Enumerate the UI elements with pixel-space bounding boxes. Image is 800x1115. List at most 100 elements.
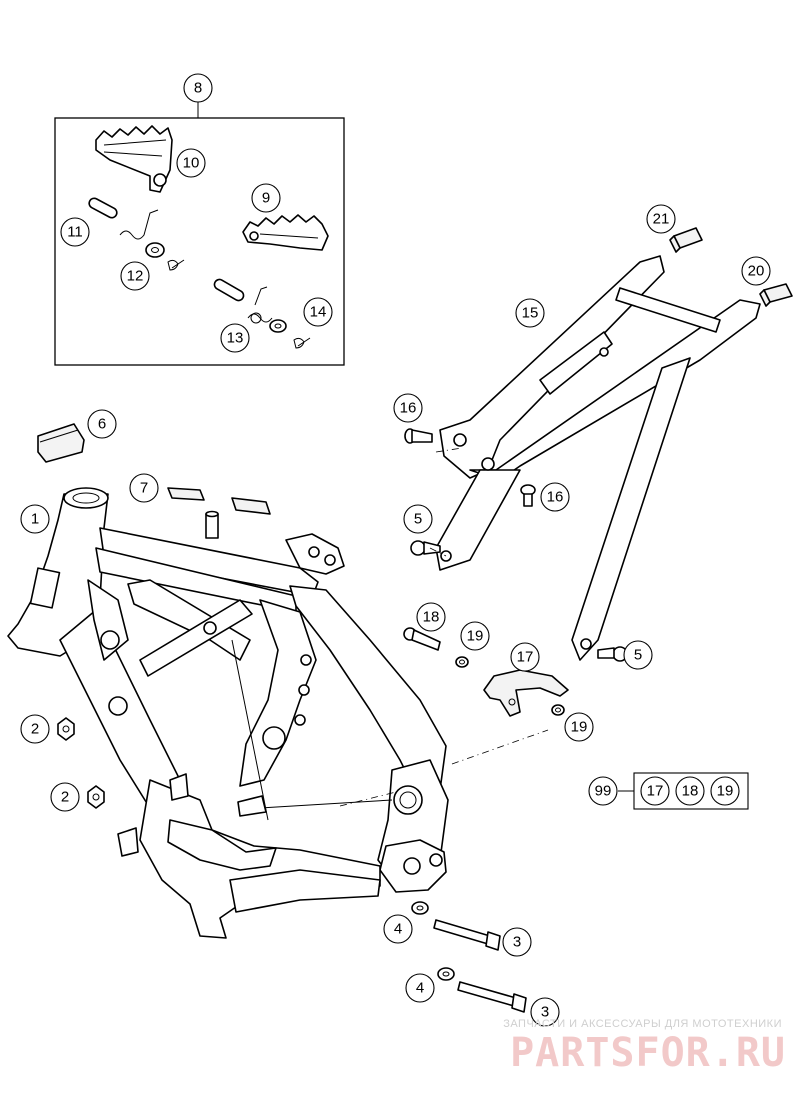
callout-label: 5	[634, 647, 642, 664]
callout-label: 17	[517, 649, 534, 666]
callout-label: 18	[423, 609, 440, 626]
footrest-right	[242, 214, 329, 251]
frame-cap	[37, 423, 85, 463]
pivot-washer-lower	[437, 967, 455, 981]
footrest-pin-right	[213, 278, 273, 324]
pivot-bolt-lower	[457, 981, 527, 1013]
callout-c9: 9	[251, 183, 281, 213]
callout-label: 11	[67, 224, 83, 241]
kit-callout-label: 99	[595, 783, 612, 800]
kit-item-callout: 17	[640, 776, 670, 806]
frame-nut-upper	[57, 717, 75, 741]
callout-c21: 21	[646, 204, 676, 234]
callout-label: 12	[127, 268, 144, 285]
callout-label: 6	[98, 416, 106, 433]
callout-circle	[393, 393, 423, 423]
callout-c5b: 5	[623, 640, 653, 670]
callout-c2b: 2	[50, 782, 80, 812]
callout-c19b: 19	[564, 712, 594, 742]
callout-circle	[646, 204, 676, 234]
callout-circle	[120, 261, 150, 291]
callout-circle	[405, 973, 435, 1003]
callout-label: 21	[653, 211, 670, 228]
callout-c14: 14	[303, 297, 333, 327]
callout-label: 19	[467, 628, 484, 645]
footrest-group-box	[54, 102, 345, 366]
subframe-bolt-lower-right	[597, 646, 628, 662]
washer-and-cotter-right	[269, 319, 311, 349]
pivot-washer-upper	[411, 901, 429, 915]
callout-circle	[303, 297, 333, 327]
callout-label: 4	[416, 980, 424, 997]
callout-circle	[510, 642, 540, 672]
subframe-bolt-middle	[520, 484, 536, 507]
callout-label: 4	[394, 921, 402, 938]
callout-label: 16	[547, 489, 564, 506]
callout-c17: 17	[510, 642, 540, 672]
callout-c12: 12	[120, 261, 150, 291]
callout-circle	[383, 914, 413, 944]
watermark-logo: PARTSFOR.RU	[510, 1030, 786, 1076]
kit-item-callout: 19	[710, 776, 740, 806]
main-frame	[7, 487, 449, 939]
callout-c20: 20	[741, 256, 771, 286]
callout-c16a: 16	[393, 393, 423, 423]
subframe-bolt-upper	[404, 428, 433, 444]
callout-circle	[741, 256, 771, 286]
callout-label: 15	[522, 305, 539, 322]
callout-c16b: 16	[540, 482, 570, 512]
callout-c8: 8	[183, 73, 213, 103]
callout-label: 9	[262, 190, 270, 207]
subframe-bolt-lower-left	[410, 540, 441, 556]
callout-c7: 7	[129, 473, 159, 503]
callout-circle	[515, 298, 545, 328]
kit-box	[618, 772, 749, 810]
frame-nut-lower	[87, 785, 105, 809]
callout-label: 19	[571, 719, 588, 736]
callout-label: 10	[183, 155, 200, 172]
callout-label: 14	[310, 304, 327, 321]
subframe	[435, 255, 761, 661]
assembly-leader-lines	[339, 447, 549, 807]
callout-circle	[403, 504, 433, 534]
callout-c1: 1	[20, 504, 50, 534]
kit-item-label: 19	[717, 783, 734, 800]
callout-label: 20	[748, 263, 765, 280]
chain-slider-bolt	[403, 627, 441, 651]
callout-label: 8	[194, 80, 202, 97]
callout-c4a: 4	[383, 914, 413, 944]
callout-c5a: 5	[403, 504, 433, 534]
callout-circle	[251, 183, 281, 213]
callout-c4b: 4	[405, 973, 435, 1003]
callout-circle	[220, 323, 250, 353]
callout-c11: 11	[60, 217, 90, 247]
callout-label: 5	[414, 511, 422, 528]
chain-slider-bushing-upper	[455, 656, 469, 668]
pivot-bolt-upper	[433, 919, 501, 951]
kit-item-callout: 18	[675, 776, 705, 806]
callout-c13: 13	[220, 323, 250, 353]
callout-c3a: 3	[502, 927, 532, 957]
callout-c3b: 3	[530, 997, 560, 1027]
subframe-plug-left	[669, 227, 703, 253]
callout-circle	[416, 602, 446, 632]
kit-item-label: 18	[682, 783, 699, 800]
callout-circle	[60, 217, 90, 247]
callout-label: 2	[31, 721, 39, 738]
callout-circle	[129, 473, 159, 503]
callout-circle	[183, 73, 213, 103]
callout-circle	[50, 782, 80, 812]
callout-label: 2	[61, 789, 69, 806]
callout-label: 7	[140, 480, 148, 497]
callout-label: 3	[541, 1004, 549, 1021]
callout-c10: 10	[176, 148, 206, 178]
callout-c6: 6	[87, 409, 117, 439]
frame-protectors	[167, 487, 271, 515]
callout-c2a: 2	[20, 714, 50, 744]
callout-circle	[87, 409, 117, 439]
callout-circle	[460, 621, 490, 651]
kit-item-label: 17	[647, 783, 664, 800]
callout-label: 1	[31, 511, 39, 528]
